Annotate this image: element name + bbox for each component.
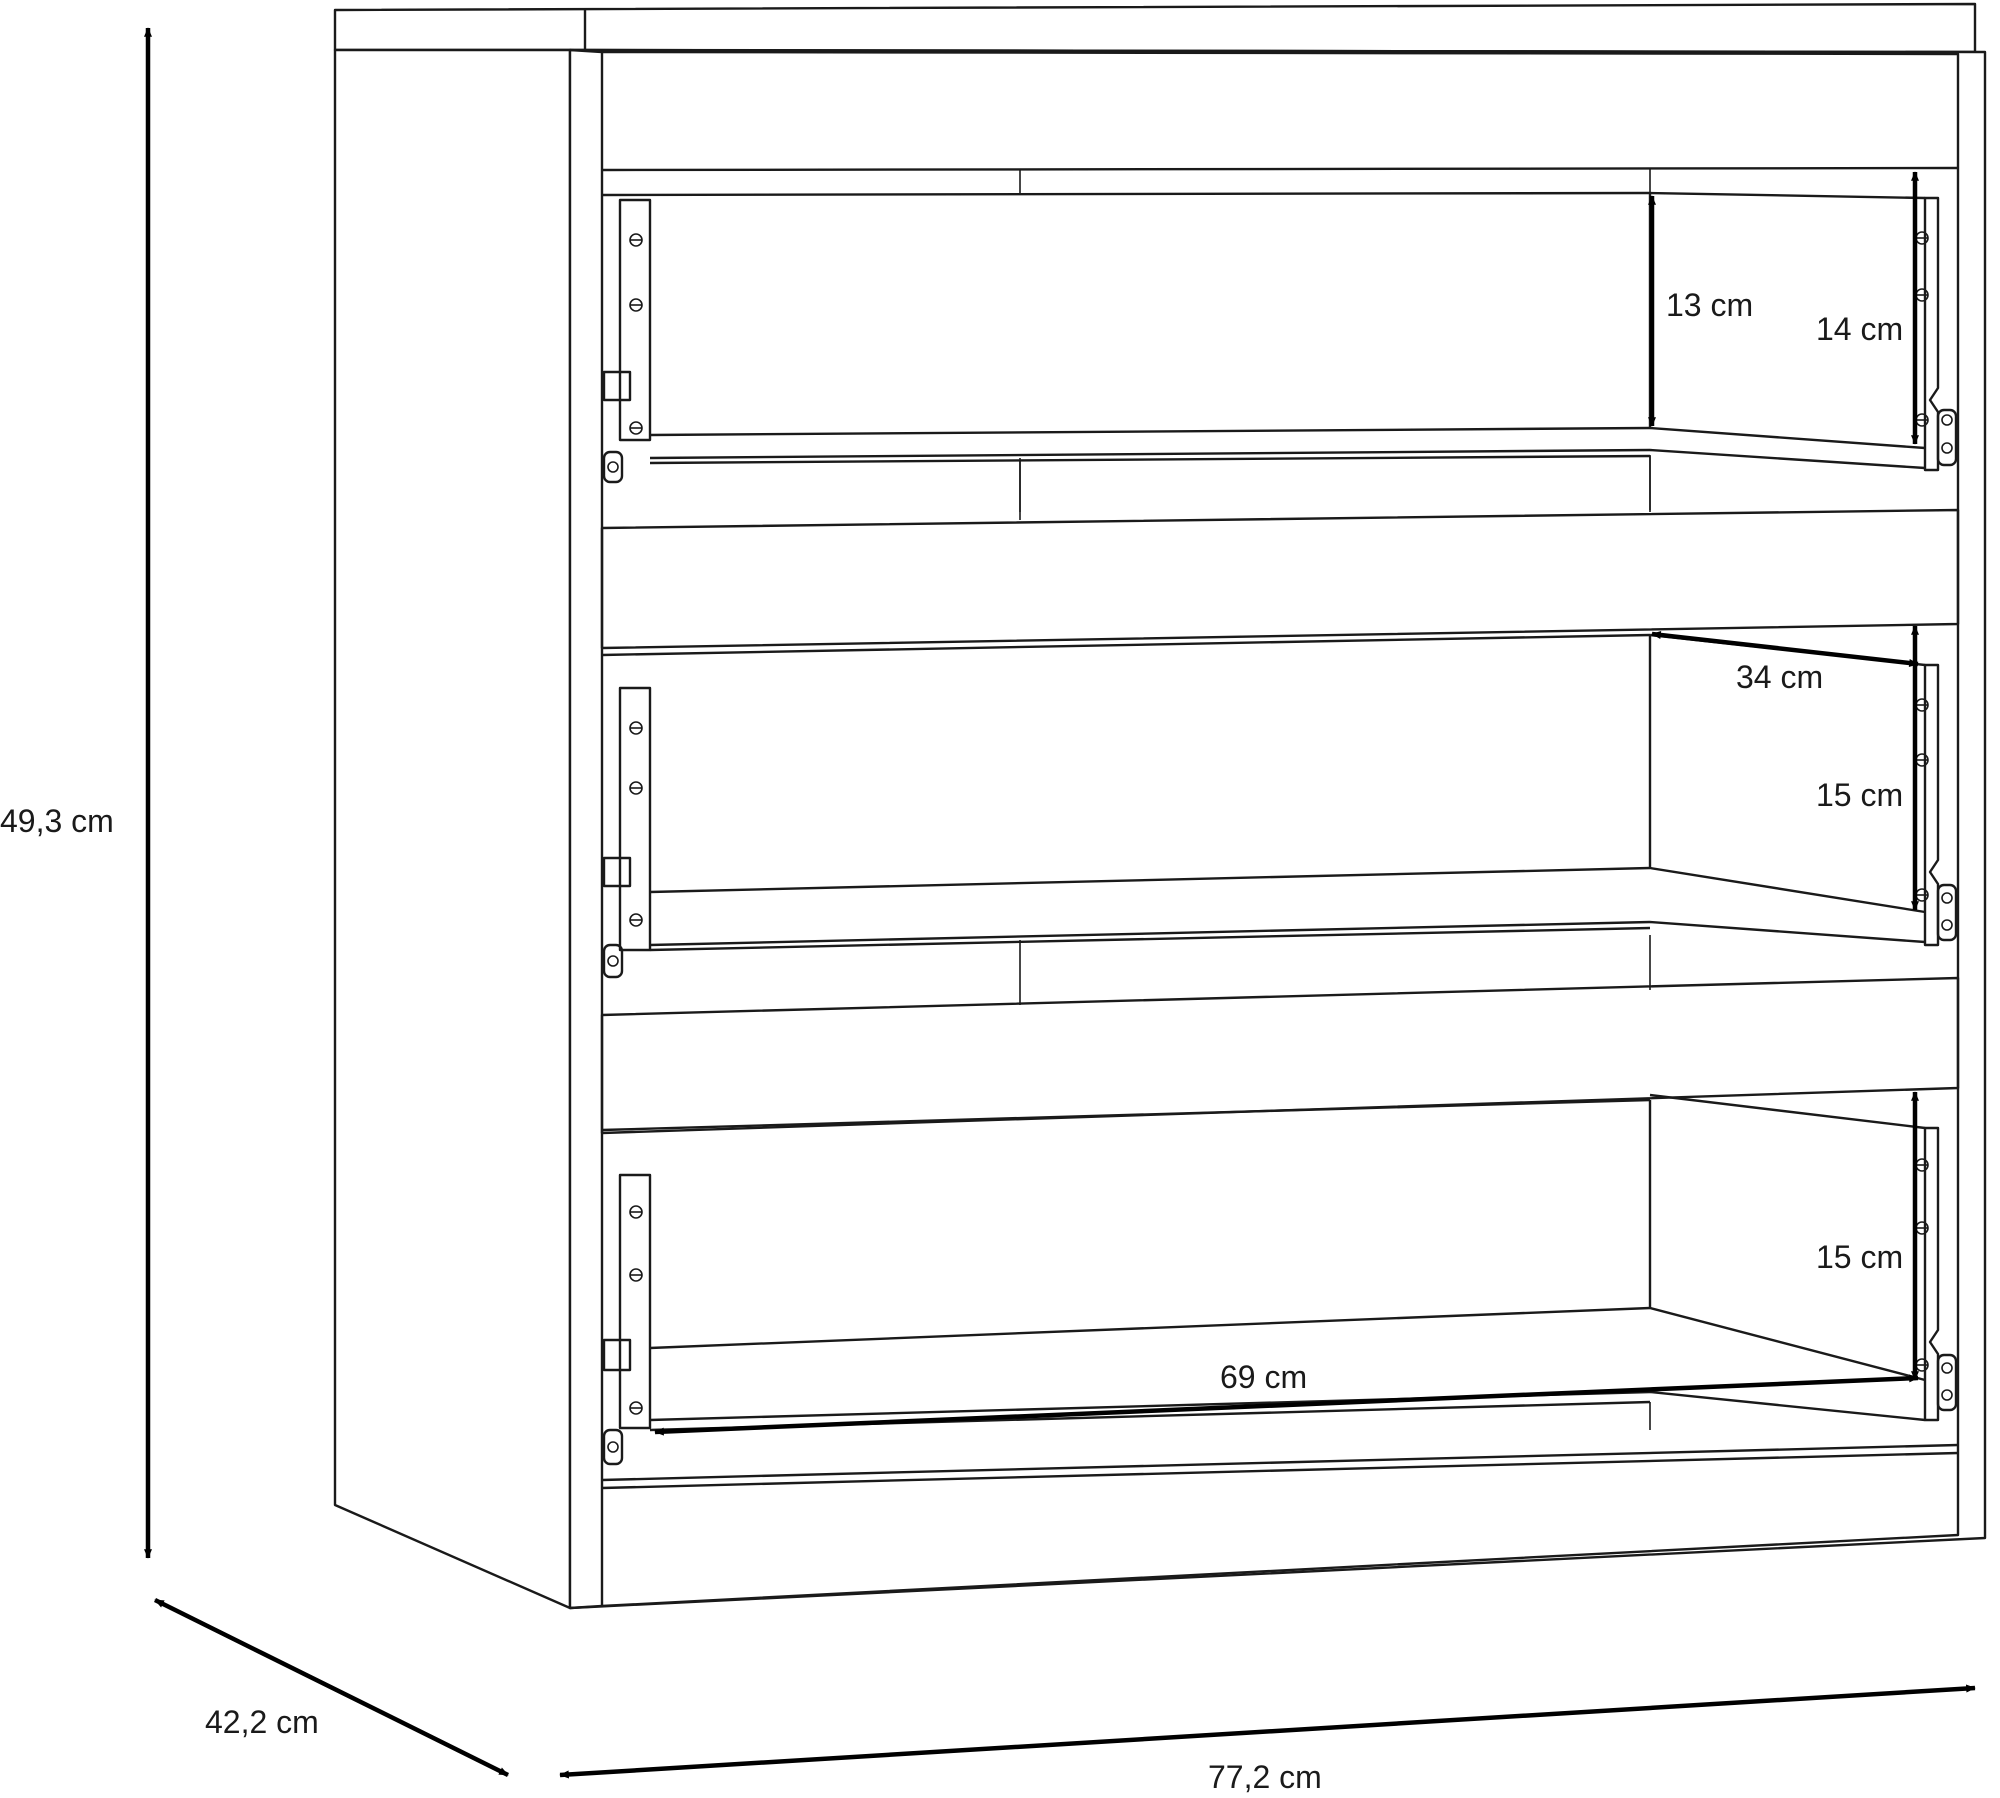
drawer-2-inner-depth-arrow [1651,631,1919,667]
overall-width-label: 77,2 cm [1208,1759,1322,1795]
dresser-side-panel [333,48,572,1610]
drawer-2-inner-depth-label: 34 cm [1736,659,1823,695]
drawer-3-inner-width-arrow [654,1374,1919,1436]
top-rail [601,166,1959,172]
drawer-2-front-height-label: 15 cm [1816,777,1903,813]
drawer-3-left-runner [602,1173,652,1466]
drawer-2-left-runner [602,686,652,979]
overall-height-label: 49,3 cm [0,803,114,839]
overall-depth-label: 42,2 cm [205,1704,319,1740]
drawer-1-inner-height-label: 13 cm [1666,287,1753,323]
drawer-3-inner-width-label: 69 cm [1220,1359,1307,1395]
dresser-top [333,2,1977,54]
overall-width-arrow [559,1684,1976,1779]
drawer-1-front-height-label: 14 cm [1816,311,1903,347]
dresser-plinth [601,1443,1959,1490]
drawer-1 [601,168,1958,512]
overall-depth-arrow [154,1597,509,1778]
drawer-3-front-height-label: 15 cm [1816,1239,1903,1275]
drawer-1-right-runner [1915,196,1958,472]
rail-lower [600,935,1960,1135]
drawer-1-left-runner [602,198,652,484]
